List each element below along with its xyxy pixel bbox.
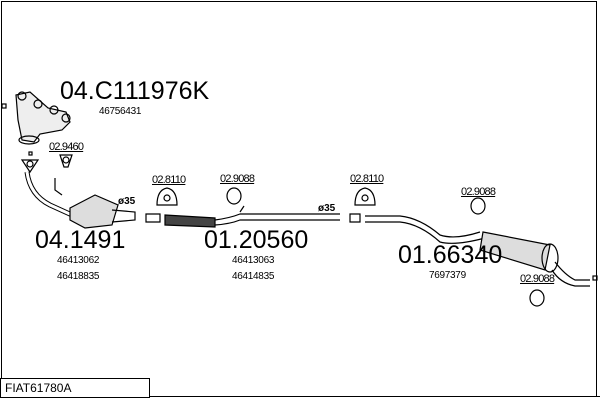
part-number: 04.C111976K [60,77,210,105]
oem-reference: 46414835 [232,271,275,282]
clamp-label: 02.9460 [49,141,84,153]
clamp-label: 02.9088 [220,173,255,185]
part-number: 01.66340 [398,241,503,269]
part-number: 01.20560 [204,226,309,254]
clamp-label: 02.8110 [152,174,186,186]
clamp-label: 02.9088 [461,186,496,198]
clamp-label: 02.9088 [520,273,555,285]
diameter-label: ø35 [318,203,336,214]
oem-reference: 7697379 [429,270,466,281]
oem-reference: 46418835 [57,271,100,282]
diagram-code: FIAT61780A [0,378,150,398]
clamp-label: 02.8110 [350,173,384,185]
diameter-label: ø35 [118,196,136,207]
oem-reference: 46413063 [232,255,275,266]
oem-reference: 46413062 [57,255,100,266]
marker [1,103,7,109]
oem-reference: 46756431 [99,106,142,117]
part-number: 04.1491 [35,226,126,254]
divider [150,396,600,397]
clamp-shapes [156,187,545,307]
marker [592,275,598,281]
manifold-drawing [15,91,71,145]
